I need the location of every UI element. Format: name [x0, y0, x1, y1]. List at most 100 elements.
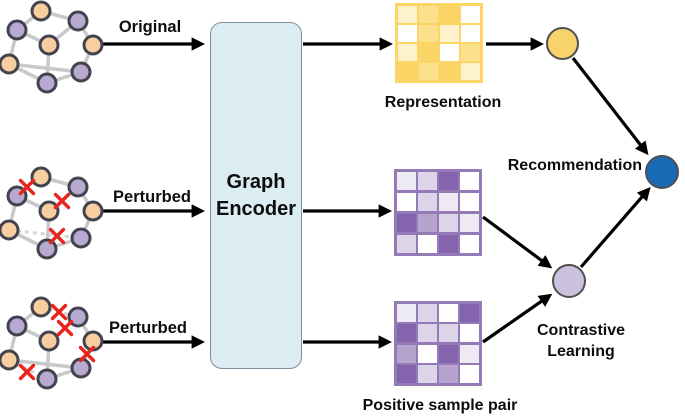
matrix-cell	[439, 344, 458, 363]
representation-node	[546, 27, 579, 60]
graph-node	[38, 330, 60, 352]
recommendation-caption: Recommendation	[507, 157, 642, 174]
perturbed-graph-2-illustration	[0, 296, 104, 390]
matrix-cell	[419, 63, 438, 80]
graph-node	[67, 306, 89, 328]
matrix-cell	[397, 234, 416, 253]
matrix-cell	[461, 6, 480, 23]
perturbation-x-icon	[53, 192, 71, 210]
perturbation-x-icon	[18, 363, 36, 381]
matrix-cell	[460, 172, 479, 191]
matrix-cell	[439, 304, 458, 322]
matrix-cell	[419, 25, 438, 42]
matrix-cell	[397, 304, 416, 322]
matrix-cell	[461, 25, 480, 42]
matrix-cell	[397, 344, 416, 363]
perturbation-x-icon	[48, 227, 66, 245]
matrix-cell	[439, 172, 458, 191]
graph-node	[30, 296, 52, 318]
perturbation-x-icon	[50, 303, 68, 321]
matrix-cell	[460, 234, 479, 253]
matrix-cell	[397, 324, 416, 343]
graph-node	[82, 34, 104, 56]
perturbation-x-icon	[18, 178, 36, 196]
graph-node	[36, 72, 58, 94]
original-arrow-label: Original	[118, 18, 182, 36]
graph-node	[38, 34, 60, 56]
matrix-cell	[418, 213, 437, 233]
matrix-cell	[440, 63, 459, 80]
graph-node	[67, 10, 89, 32]
arrow-representation-to-recommendation	[571, 57, 649, 156]
contrastive-learning-node	[552, 264, 586, 298]
matrix-cell	[460, 213, 479, 233]
flow-arrows	[102, 37, 651, 349]
contrastive-learning-caption: Contrastive Learning	[536, 322, 626, 360]
matrix-cell	[460, 192, 479, 212]
positive-sample-matrix-bottom	[394, 301, 482, 386]
graph-node	[30, 0, 52, 22]
matrix-cell	[397, 192, 416, 212]
graph-node	[82, 200, 104, 222]
recommendation-node	[645, 155, 679, 189]
matrix-cell	[398, 63, 417, 80]
graph-node	[38, 200, 60, 222]
matrix-cell	[439, 324, 458, 343]
matrix-cell	[439, 192, 458, 212]
graph-node	[0, 219, 20, 241]
graph-encoder-box: Graph Encoder	[210, 22, 302, 369]
matrix-cell	[398, 44, 417, 61]
matrix-cell	[439, 365, 458, 383]
perturbation-x-icons	[18, 303, 96, 381]
perturbation-x-icon	[56, 319, 74, 337]
matrix-cell	[419, 44, 438, 61]
graph-encoder-label: Graph Encoder	[215, 170, 297, 220]
matrix-cell	[460, 304, 479, 322]
graph-node	[70, 61, 92, 83]
matrix-cell	[460, 365, 479, 383]
perturbed-arrow-label-top: Perturbed	[113, 188, 191, 206]
matrix-cell	[398, 6, 417, 23]
matrix-cell	[460, 324, 479, 343]
graph-node	[6, 315, 28, 337]
graph-node	[36, 368, 58, 390]
graph-node	[36, 238, 58, 260]
matrix-cell	[419, 6, 438, 23]
matrix-cell	[461, 63, 480, 80]
graph-node	[70, 227, 92, 249]
perturbation-x-icons	[18, 178, 71, 245]
matrix-cell	[440, 6, 459, 23]
perturbed-arrow-label-bottom: Perturbed	[109, 319, 187, 337]
graph-node	[67, 176, 89, 198]
graph-node	[0, 349, 20, 371]
matrix-cell	[397, 365, 416, 383]
matrix-cell	[461, 44, 480, 61]
matrix-cell	[439, 213, 458, 233]
matrix-cell	[418, 344, 437, 363]
positive-sample-pair-caption: Positive sample pair	[362, 397, 518, 414]
graph-node	[0, 53, 20, 75]
graph-node	[30, 166, 52, 188]
graph-nodes	[0, 296, 104, 390]
representation-matrix	[395, 3, 483, 83]
positive-sample-matrix-top	[394, 169, 482, 256]
matrix-cell	[418, 192, 437, 212]
arrow-pair-top-to-contrastive	[482, 215, 553, 269]
matrix-cell	[418, 234, 437, 253]
original-graph-illustration	[0, 0, 104, 94]
arrow-pair-bottom-to-contrastive	[482, 293, 553, 344]
matrix-cell	[418, 365, 437, 383]
graph-nodes	[0, 0, 104, 94]
matrix-cell	[439, 234, 458, 253]
matrix-cell	[440, 25, 459, 42]
matrix-cell	[418, 172, 437, 191]
matrix-cell	[418, 324, 437, 343]
perturbation-x-icon	[78, 345, 96, 363]
matrix-cell	[418, 304, 437, 322]
arrow-contrastive-to-recommendation	[579, 186, 651, 269]
representation-caption: Representation	[384, 94, 502, 111]
matrix-cell	[397, 213, 416, 233]
matrix-cell	[440, 44, 459, 61]
